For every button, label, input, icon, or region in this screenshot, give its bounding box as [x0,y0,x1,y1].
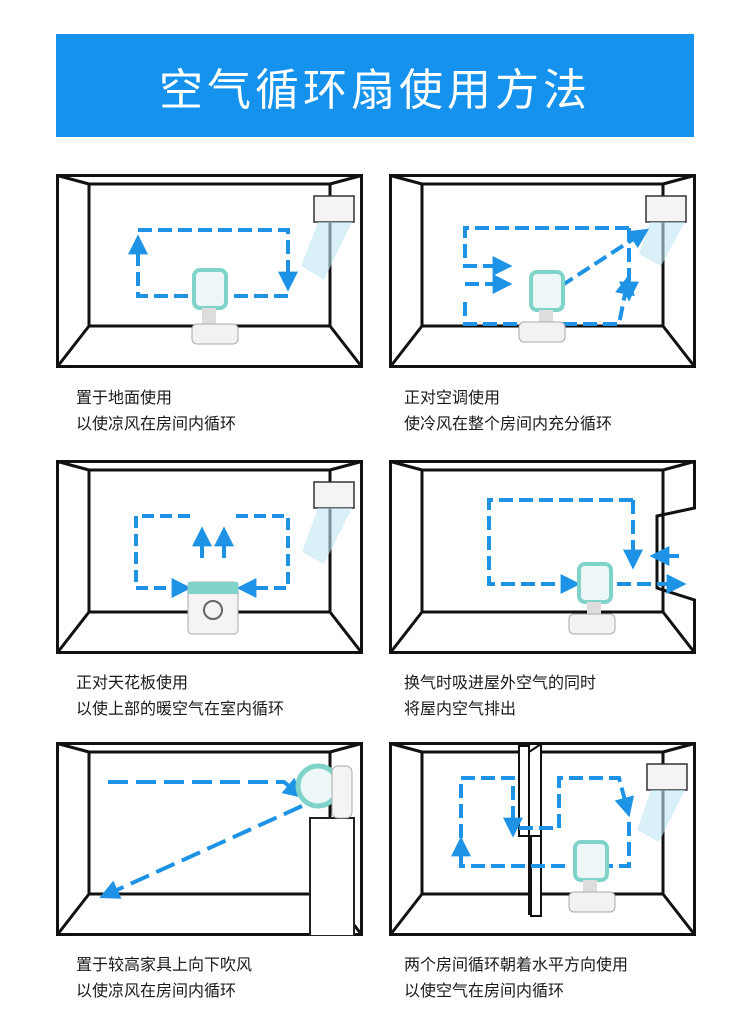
caption-2-line1: 正对空调使用 [404,388,501,407]
air-conditioner-icon [637,763,688,842]
caption-3: 正对天花板使用 以使上部的暖空气在室内循环 [76,670,284,722]
caption-3-line2: 以使上部的暖空气在室内循环 [76,699,285,718]
room-illustration [56,742,363,936]
fan-icon [518,270,566,343]
room-illustration [56,174,363,368]
caption-5-line1: 置于较高家具上向下吹风 [76,955,253,974]
room-illustration [389,460,696,654]
caption-4: 换气时吸进屋外空气的同时 将屋内空气排出 [404,670,596,722]
caption-6: 两个房间循环朝着水平方向使用 以使空气在房间内循环 [404,952,628,1004]
furniture-icon [309,817,355,936]
caption-1-line2: 以使凉风在房间内循环 [76,414,237,433]
caption-2: 正对空调使用 使冷风在整个房间内充分循环 [404,385,612,437]
air-conditioner-icon [639,195,687,266]
fan-icon [568,562,616,635]
panel-face-ac [389,174,696,368]
fan-icon [568,840,616,913]
caption-2-line2: 使冷风在整个房间内充分循环 [404,414,613,433]
panel-face-ceiling [56,460,363,654]
panel-two-rooms [389,742,696,936]
room-illustration [389,742,696,936]
fan-icon [295,763,353,819]
caption-4-line1: 换气时吸进屋外空气的同时 [404,673,597,692]
caption-6-line2: 以使空气在房间内循环 [404,981,565,1000]
air-conditioner-icon [301,195,355,280]
room-illustration [389,174,696,368]
caption-5: 置于较高家具上向下吹风 以使凉风在房间内循环 [76,952,252,1004]
fan-icon [191,268,239,345]
panel-high-furniture [56,742,363,936]
caption-5-line2: 以使凉风在房间内循环 [76,981,237,1000]
caption-1-line1: 置于地面使用 [76,388,173,407]
caption-1: 置于地面使用 以使凉风在房间内循环 [76,385,236,437]
caption-4-line2: 将屋内空气排出 [404,699,517,718]
panel-ventilation [389,460,696,654]
title-banner: 空气循环扇使用方法 [56,34,694,137]
partition-wall [518,742,542,917]
caption-3-line1: 正对天花板使用 [76,673,189,692]
room-illustration [56,460,363,654]
air-conditioner-icon [302,481,355,564]
panel-floor-use [56,174,363,368]
fan-icon [187,581,239,635]
caption-6-line1: 两个房间循环朝着水平方向使用 [404,955,629,974]
page-title: 空气循环扇使用方法 [159,64,591,116]
